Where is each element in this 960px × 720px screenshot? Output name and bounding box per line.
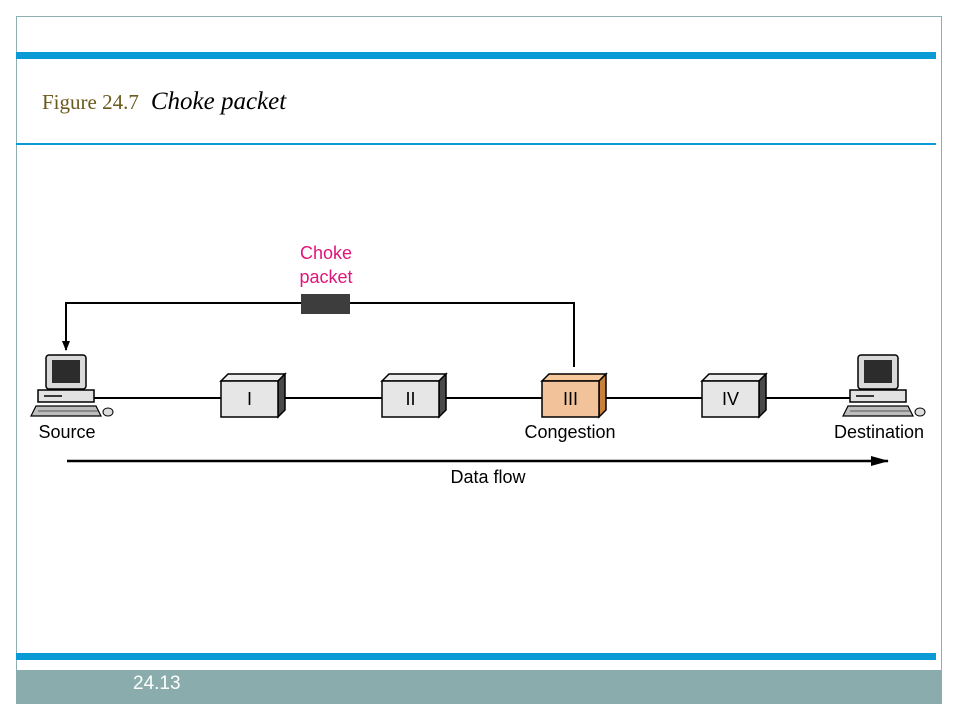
router-2-label: II xyxy=(405,389,415,409)
choke-label-line1: Choke xyxy=(300,243,352,263)
source-computer-icon xyxy=(30,354,114,417)
router-4-label: IV xyxy=(722,389,739,409)
title-divider xyxy=(16,143,936,145)
choke-label-line2: packet xyxy=(299,267,352,287)
source-label: Source xyxy=(38,422,95,442)
destination-label: Destination xyxy=(834,422,924,442)
page-number: 24.13 xyxy=(133,673,181,694)
figure-name: Choke packet xyxy=(150,88,287,115)
top-accent-bar xyxy=(16,52,936,59)
bottom-accent-bar xyxy=(16,653,936,660)
figure-title: Figure 24.7 Choke packet xyxy=(42,88,286,116)
figure-number: Figure 24.7 xyxy=(42,90,139,114)
router-2: II xyxy=(380,372,448,419)
router-1-label: I xyxy=(247,389,252,409)
choke-packet-block xyxy=(301,294,350,314)
destination-computer-icon xyxy=(842,354,926,417)
router-3-congested: III xyxy=(540,372,608,419)
congestion-label: Congestion xyxy=(524,422,615,442)
router-1: I xyxy=(219,372,287,419)
footer-band xyxy=(16,670,942,704)
router-3-label: III xyxy=(563,389,578,409)
router-4: IV xyxy=(700,372,768,419)
data-flow-label: Data flow xyxy=(450,467,526,487)
